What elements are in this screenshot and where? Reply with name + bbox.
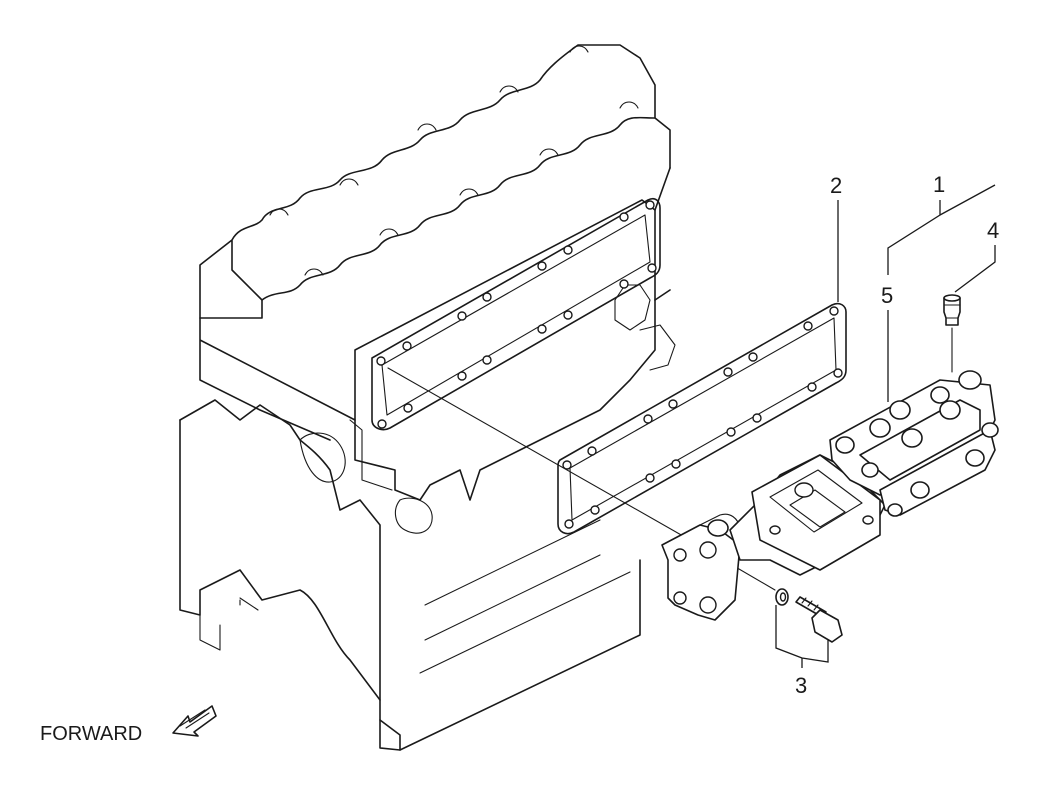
- washer-part-3: [775, 588, 789, 606]
- leader-lines: [775, 184, 996, 668]
- bolt-part-3: [795, 596, 843, 643]
- callout-4: 4: [987, 218, 999, 243]
- forward-label: FORWARD: [40, 723, 142, 745]
- callout-5: 5: [881, 283, 893, 308]
- alignment-line: [387, 367, 691, 541]
- callout-1: 1: [933, 172, 945, 197]
- gasket-on-block: [371, 197, 661, 431]
- engine-block: [179, 44, 676, 751]
- gasket-part-2: [557, 302, 847, 535]
- exhaust-manifold: [661, 370, 999, 621]
- callout-2: 2: [830, 173, 842, 198]
- plug-part-4: [943, 294, 961, 326]
- forward-arrow-icon: [172, 705, 217, 737]
- callout-3: 3: [795, 673, 807, 698]
